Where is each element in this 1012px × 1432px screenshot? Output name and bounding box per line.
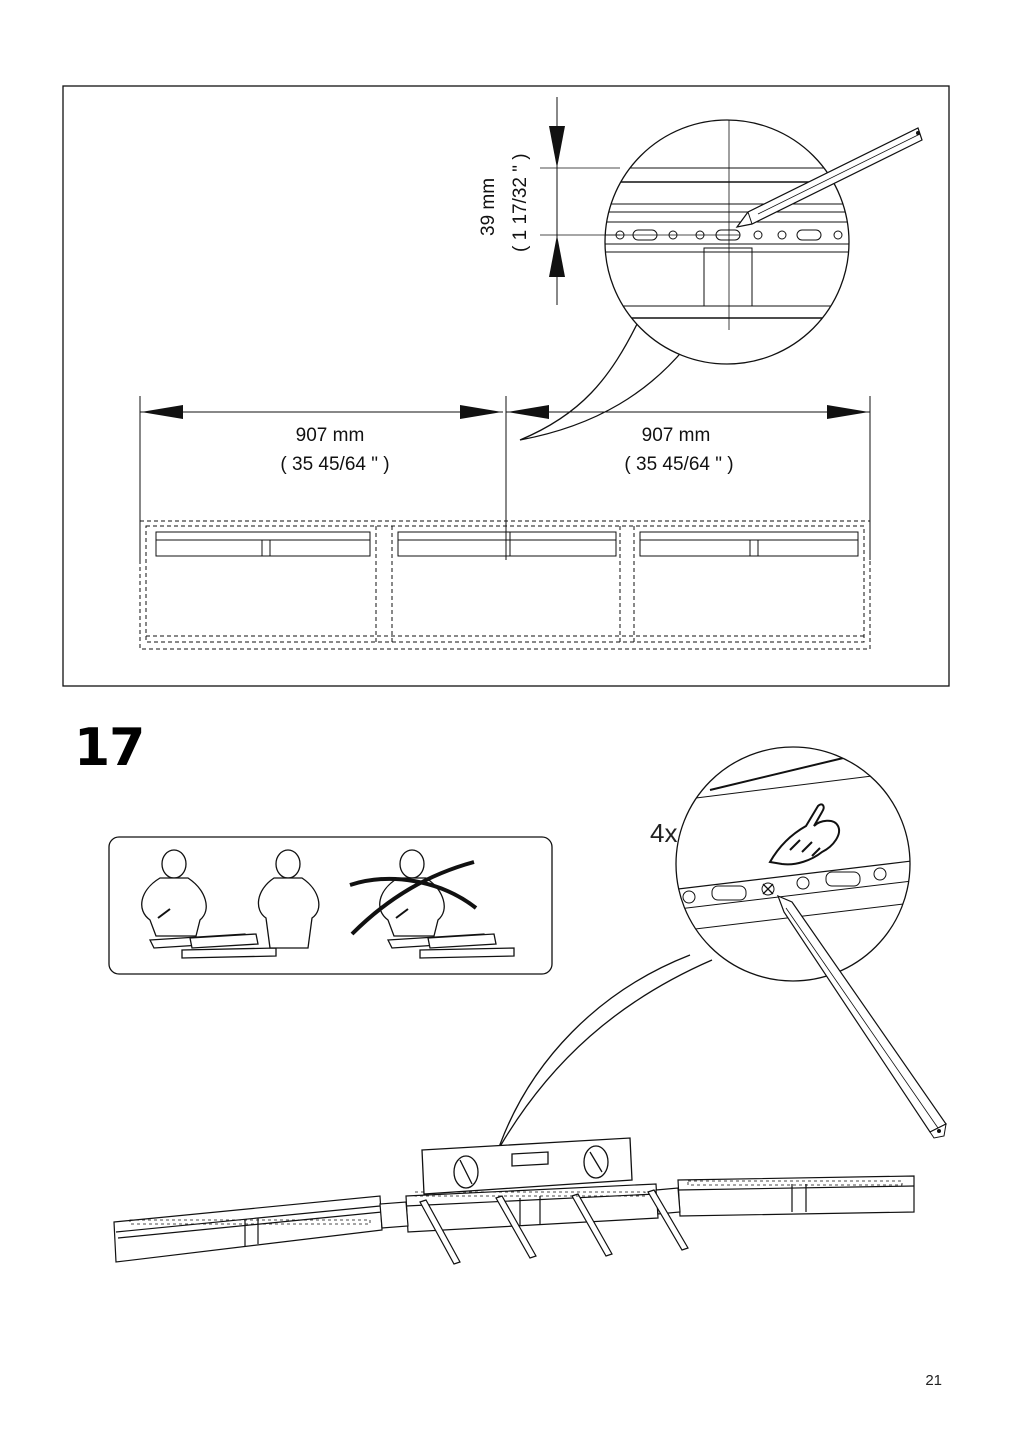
mark-with-finger-icon (768, 803, 840, 866)
right-width-label-mm: 907 mm (641, 425, 711, 446)
pencil-icon (776, 894, 947, 1139)
top-panel-frame (62, 85, 950, 687)
rail-holes (129, 1180, 903, 1225)
magnifier-detail-top (519, 119, 850, 441)
spirit-level-icon (421, 1137, 633, 1195)
left-width-label-inches: ( 35 45/64 " ) (280, 454, 390, 475)
cabinet-outline (139, 520, 871, 650)
rail-assembly (113, 1175, 915, 1265)
height-label-mm: 39 mm (478, 177, 499, 236)
right-width-label-inches: ( 35 45/64 " ) (624, 454, 734, 475)
step-number: 17 (74, 718, 145, 778)
height-dimension (540, 97, 620, 305)
left-width-label-mm: 907 mm (295, 425, 365, 446)
repeat-count: 4x (650, 818, 678, 848)
suspension-rails-top (155, 531, 859, 557)
two-person-assembly-advice (108, 836, 553, 975)
page-number: 21 (925, 1372, 942, 1389)
width-dimension-right (505, 396, 871, 560)
width-dimension-left (139, 396, 503, 560)
pencil-icon (735, 127, 923, 228)
magnifier-detail-bottom (497, 746, 911, 1151)
height-label-inches: ( 1 17/32 " ) (510, 153, 531, 252)
